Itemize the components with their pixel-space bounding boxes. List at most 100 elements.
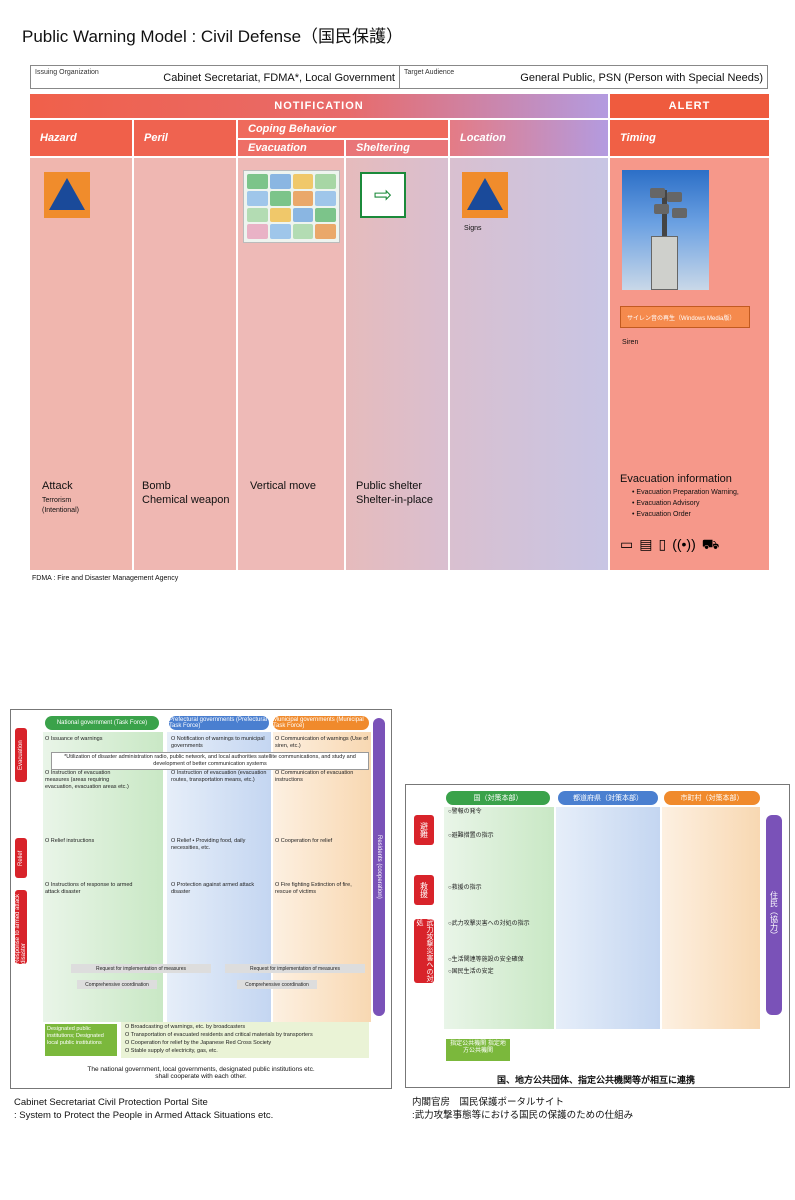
broadcast-icon: ((•)) (672, 536, 696, 552)
designated-institutions-label: Designated public institutions; Designat… (45, 1024, 117, 1056)
location-label: Signs (464, 225, 482, 232)
residents-bar: Residents (cooperation) (373, 718, 385, 1016)
national-warning: O Issuance of warnings (45, 736, 103, 742)
timing-item-1: • Evacuation Preparation Warning, (632, 489, 739, 496)
designated-item-2: O Transportation of evacuated residents … (125, 1032, 313, 1038)
tv-icon: ▭ (620, 536, 634, 552)
jp-row-6: ○国民生活の安定 (448, 969, 494, 975)
jp-row-2: ○避難措置の指示 (448, 833, 494, 839)
jp-row-5: ○生活関連等施設の安全確保 (448, 957, 524, 963)
municipal-column (273, 732, 371, 1022)
siren-label: Siren (622, 339, 639, 346)
coping-header: Coping Behavior (238, 120, 448, 138)
emergency-exit-icon: ⇨ (360, 172, 406, 218)
peril-header: Peril (134, 120, 236, 156)
location-cell: Signs (450, 158, 608, 570)
side-relief: Relief (15, 838, 27, 878)
evacuation-text: Vertical move (250, 480, 317, 492)
hazard-sub1: Terrorism (42, 497, 72, 504)
jp-side-evac: 避難 (414, 815, 434, 845)
evacuation-map-image (243, 170, 340, 243)
jp-municipal-header: 市町村（対策本部） (664, 791, 760, 805)
issuing-cell: Issuing Organization Cabinet Secretariat… (31, 66, 400, 88)
coord-bar-2: Comprehensive coordination (237, 980, 317, 989)
mobile-phone-icon: ▯ (658, 536, 667, 552)
notification-header: NOTIFICATION (30, 94, 608, 118)
jp-side-response: 武力攻撃災害への対処 (414, 919, 434, 983)
jp-prefectural-column (556, 807, 660, 1029)
hazard-title: Attack (42, 480, 73, 492)
jp-prefectural-header: 都道府県（対策本部） (558, 791, 658, 805)
english-diagram-caption: The national government, local governmen… (87, 1066, 315, 1080)
shelter-line2: Shelter-in-place (356, 494, 434, 506)
jp-row-1: ○警報の発令 (448, 809, 482, 815)
jp-national-header: 国（対策本部） (446, 791, 550, 805)
municipal-warning: O Communication of warnings (Use of sire… (275, 736, 368, 749)
prefectural-warning: O Notification of warnings to municipal … (171, 736, 265, 749)
caption-jp-line2: :武力攻撃事態等における国民の保護のための仕組み (412, 1110, 634, 1121)
request-bar-2: Request for implementation of measures (225, 964, 365, 973)
peril-line1: Bomb (142, 480, 171, 492)
warning-model-table: NOTIFICATION ALERT Hazard Peril Coping B… (30, 94, 769, 570)
timing-item-3: • Evacuation Order (632, 511, 691, 518)
timing-header: Timing (610, 120, 769, 156)
car-icon: ⛟ (701, 536, 720, 552)
english-system-diagram: National government (Task Force) Prefect… (10, 709, 392, 1089)
meta-bar: Issuing Organization Cabinet Secretariat… (30, 65, 768, 89)
jp-row-3: ○救援の指示 (448, 885, 482, 891)
caption-jp-line1: 内閣官房 国民保護ポータルサイト (412, 1097, 565, 1108)
side-response: Response to armed attack disaster (15, 890, 27, 964)
caption-en-line1: Cabinet Secretariat Civil Protection Por… (14, 1097, 208, 1108)
target-value: General Public, PSN (Person with Special… (520, 72, 763, 84)
municipal-relief: O Cooperation for relief (275, 838, 333, 844)
sheltering-cell: ⇨ Public shelter Shelter-in-place (346, 158, 448, 570)
municipal-response: O Fire fighting Extinction of fire, resc… (275, 882, 352, 895)
location-header: Location (450, 120, 608, 156)
jp-residents-bar: 住民（協力） (766, 815, 782, 1015)
side-evacuation: Evacuation (15, 728, 27, 782)
timing-cell: サイレン音の再生（Windows Media版） Siren Evacuatio… (610, 158, 769, 570)
jp-diagram-caption: 国、地方公共団体、指定公共機関等が相互に連携 (496, 1075, 695, 1085)
hazard-header: Hazard (30, 120, 132, 156)
issuing-value: Cabinet Secretariat, FDMA*, Local Govern… (163, 72, 395, 84)
jp-designated-label: 指定公共機関 指定地方公共機関 (446, 1039, 510, 1061)
municipal-evacuation: O Communication of evacuation instructio… (275, 770, 354, 783)
designated-item-1: O Broadcasting of warnings, etc. by broa… (125, 1024, 246, 1030)
national-government-header: National government (Task Force) (45, 716, 159, 730)
designated-item-3: O Cooperation for relief by the Japanese… (125, 1040, 272, 1046)
municipal-government-header: Municipal governments (Municipal Task Fo… (273, 716, 369, 730)
siren-tower-photo (622, 170, 709, 290)
coord-bar-1: Comprehensive coordination (77, 980, 157, 989)
radio-icon: ▤ (639, 536, 653, 552)
fdma-footnote: FDMA : Fire and Disaster Management Agen… (32, 575, 179, 582)
designated-item-4: O Stable supply of electricity, gas, etc… (125, 1048, 218, 1054)
evacuation-cell: Vertical move (238, 158, 344, 570)
shelter-line1: Public shelter (356, 480, 423, 492)
prefectural-evacuation: O Instruction of evacuation (evacuation … (171, 770, 267, 783)
device-icons: ▭ ▤ ▯ ((•)) ⛟ (620, 536, 719, 555)
warning-triangle-icon (462, 172, 508, 218)
timing-info-title: Evacuation information (620, 473, 732, 485)
evacuation-header: Evacuation (238, 140, 344, 156)
prefectural-column (167, 732, 271, 1022)
jp-municipal-column (662, 807, 760, 1029)
hazard-cell: Attack Terrorism (Intentional) (30, 158, 132, 570)
warning-triangle-icon (44, 172, 90, 218)
designated-items-box: O Broadcasting of warnings, etc. by broa… (121, 1022, 369, 1058)
prefectural-relief: O Relief • Providing food, daily necessi… (171, 838, 246, 851)
play-siren-button[interactable]: サイレン音の再生（Windows Media版） (620, 306, 750, 328)
jp-row-4: ○武力攻撃災害への対処の指示 (448, 921, 530, 927)
request-bar-1: Request for implementation of measures (71, 964, 211, 973)
prefectural-government-header: Prefectural governments (Prefectural Tas… (169, 716, 269, 730)
national-evacuation: O Instruction of evacuation measures (ar… (45, 770, 129, 790)
communication-note: *Utilization of disaster administration … (51, 752, 369, 770)
national-relief: O Relief instructions (45, 838, 95, 844)
prefectural-response: O Protection against armed attack disast… (171, 882, 255, 895)
target-label: Target Audience (404, 69, 455, 76)
japanese-system-diagram: 国（対策本部） 都道府県（対策本部） 市町村（対策本部） 避難 救援 武力攻撃災… (405, 784, 790, 1088)
peril-cell: Bomb Chemical weapon (134, 158, 236, 570)
page-title: Public Warning Model : Civil Defense（国民保… (22, 27, 404, 46)
national-column (43, 732, 163, 1022)
target-cell: Target Audience General Public, PSN (Per… (400, 66, 767, 88)
peril-line2: Chemical weapon (142, 494, 230, 506)
